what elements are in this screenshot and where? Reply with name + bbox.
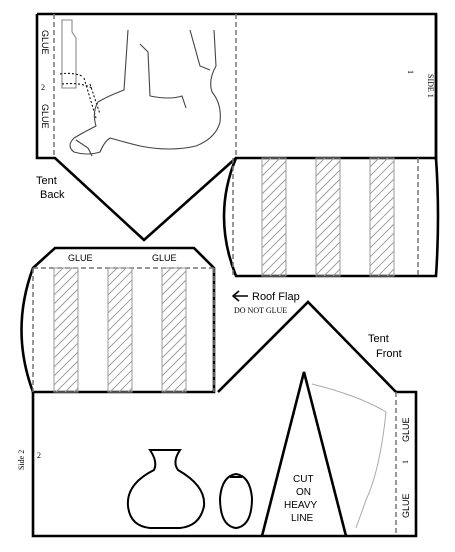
side-1-number: 1 (406, 70, 415, 74)
glue-label: GLUE (40, 30, 50, 55)
glue-number: 2 (41, 83, 45, 92)
hatched-stripe (315, 157, 341, 277)
roof-flap-label: Roof Flap (252, 291, 300, 303)
hatched-stripe (53, 267, 79, 393)
roof-flap-glue-label: GLUE (152, 253, 177, 263)
jar-drawing (218, 472, 254, 530)
cut-instruction: HEAVY (284, 500, 317, 511)
roof-flap-hatching (53, 267, 187, 393)
door-flap-curve (311, 383, 387, 529)
hatched-stripe (107, 267, 133, 393)
cut-instruction: CUT (293, 474, 314, 485)
upper-roof-panel (222, 156, 440, 278)
side-2-label: Side 2 (17, 450, 26, 470)
roof-flap-panel: GLUE GLUE (20, 246, 216, 394)
hatched-stripe (369, 157, 395, 277)
upper-roof-outline (222, 156, 440, 278)
left-arrow-icon (231, 290, 248, 302)
tent-front-piece: Tent Front CUT ON HEAVY LINE GLUE 1 GLUE… (17, 300, 418, 538)
hatched-stripe (261, 157, 287, 277)
glue-label: GLUE (40, 104, 50, 129)
front-side-number: 1 (401, 460, 410, 464)
roof-flap-glue-label: GLUE (68, 253, 93, 263)
cut-instruction: LINE (291, 513, 314, 524)
camel-drawing (59, 19, 221, 157)
hatched-stripe (161, 267, 187, 393)
cut-instruction: ON (296, 487, 311, 498)
front-glue-label: GLUE (401, 417, 411, 442)
tent-front-outline (31, 300, 418, 538)
tent-back-label: Back (40, 189, 65, 201)
side-1-label: SIDE 1 (426, 74, 435, 98)
door-cut-line (260, 371, 348, 537)
tent-front-label: Tent (368, 333, 389, 345)
front-glue-label: GLUE (401, 493, 411, 518)
roof-flap-callout: Roof Flap DO NOT GLUE (231, 290, 300, 315)
tent-front-label: Front (376, 348, 402, 360)
side-2-number: 2 (37, 451, 41, 460)
tent-back-label: Tent (36, 175, 57, 187)
roof-flap-note: DO NOT GLUE (234, 306, 287, 315)
pot-drawing (126, 449, 206, 529)
upper-roof-hatching (261, 157, 395, 277)
